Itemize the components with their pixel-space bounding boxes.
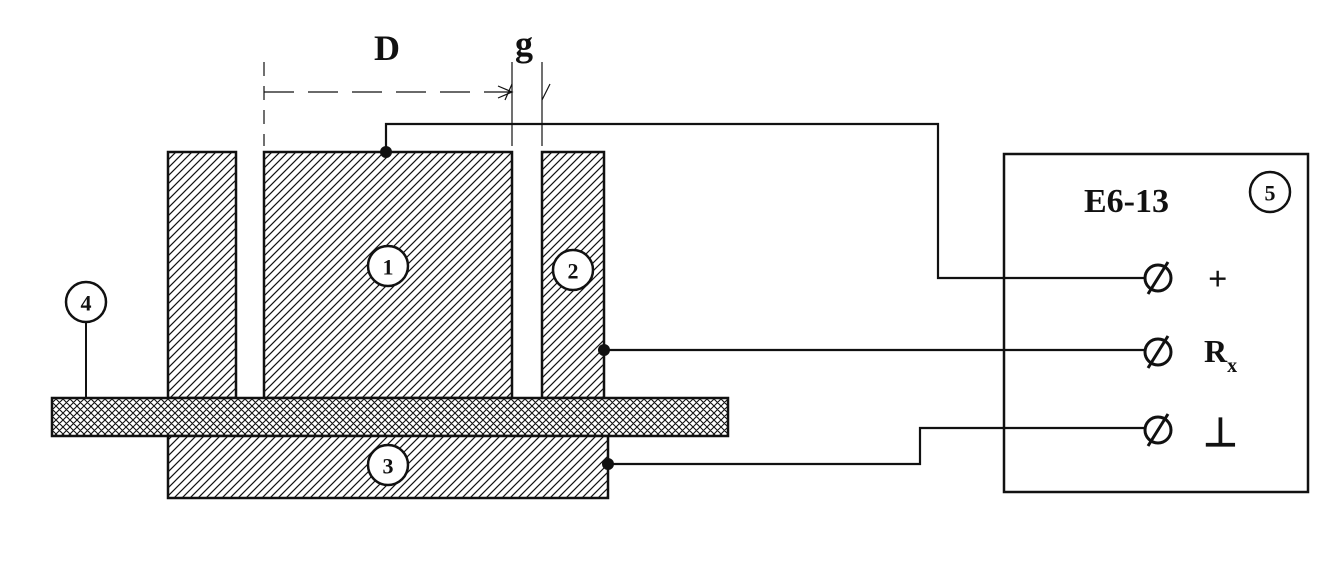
callout-4: 4 — [64, 280, 108, 398]
terminal-rx-icon — [1143, 335, 1173, 369]
callout-4-label: 4 — [81, 291, 92, 316]
guard-ring-left — [166, 150, 238, 400]
callout-3: 3 — [366, 443, 410, 487]
connection-dot-top — [380, 146, 392, 158]
terminal-rx-sub: x — [1227, 355, 1237, 377]
terminal-rx-label: Rx — [1204, 333, 1237, 377]
connection-dot-bottom — [602, 458, 614, 470]
instrument-model-label: E6-13 — [1084, 183, 1169, 220]
dimension-d-label: D — [374, 28, 400, 68]
terminal-ground-icon — [1143, 413, 1173, 447]
connection-dot-guard — [598, 344, 610, 356]
callout-1: 1 — [366, 244, 410, 288]
dimension-g-label: g — [515, 24, 533, 64]
callout-2-label: 2 — [568, 259, 579, 284]
terminal-plus-icon — [1143, 261, 1173, 295]
callout-2: 2 — [551, 248, 595, 292]
terminal-plus-label: + — [1208, 261, 1227, 298]
terminal-ground-label: ⊥ — [1203, 410, 1238, 455]
callout-3-label: 3 — [383, 454, 394, 479]
sample-plate — [50, 396, 730, 438]
callout-5: 5 — [1248, 170, 1292, 214]
wires — [384, 122, 1144, 466]
callout-5-label: 5 — [1265, 181, 1276, 206]
terminal-rx-main: R — [1204, 333, 1228, 369]
callout-1-label: 1 — [383, 255, 394, 280]
dimension-lines — [263, 62, 551, 146]
